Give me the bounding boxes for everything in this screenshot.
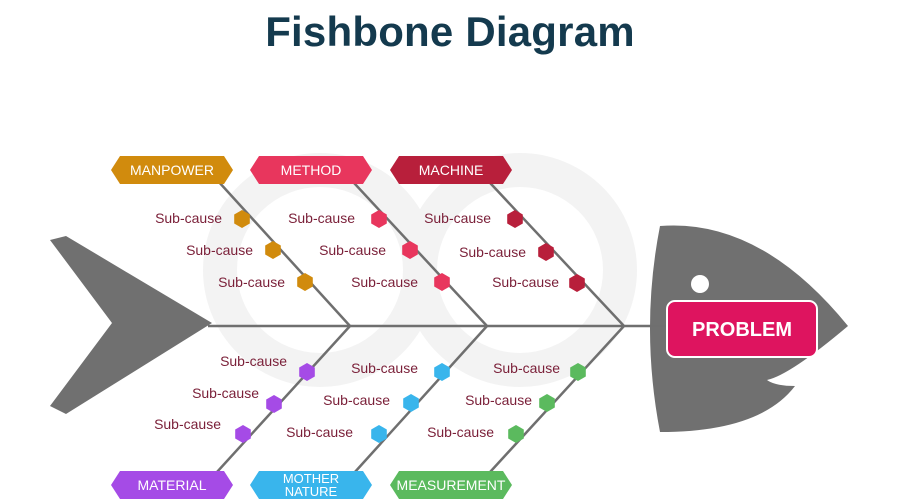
fish-eye: [691, 275, 709, 293]
sub-cause-node: [508, 425, 524, 443]
sub-cause-label: Sub-cause: [323, 392, 390, 408]
sub-cause-label: Sub-cause: [155, 210, 222, 226]
category-label: MANPOWER: [130, 162, 214, 178]
sub-cause-node: [371, 425, 387, 443]
sub-cause-node: [265, 241, 281, 259]
problem-rect: [666, 300, 818, 358]
diagram-title: Fishbone Diagram: [265, 8, 635, 55]
category-label-line: NATURE: [285, 484, 338, 499]
sub-cause-node: [434, 363, 450, 381]
category-label-bg: [250, 156, 372, 184]
watermark: [203, 153, 637, 387]
sub-cause-label: Sub-cause: [220, 353, 287, 369]
sub-cause-label: Sub-cause: [492, 274, 559, 290]
category-label-bg: [111, 471, 233, 499]
sub-cause-node: [569, 274, 585, 292]
sub-cause-node: [371, 210, 387, 228]
sub-cause-label: Sub-cause: [154, 416, 221, 432]
sub-cause-node: [507, 210, 523, 228]
category-label-bg: [111, 156, 233, 184]
sub-cause-label: Sub-cause: [493, 360, 560, 376]
problem-box: PROBLEM: [666, 300, 818, 358]
watermark-ring: [403, 153, 637, 387]
sub-cause-label: Sub-cause: [465, 392, 532, 408]
watermark-ring: [203, 153, 437, 387]
sub-cause-node: [402, 241, 418, 259]
sub-cause-label: Sub-cause: [459, 244, 526, 260]
sub-cause-node: [266, 395, 282, 413]
sub-cause-node: [539, 394, 555, 412]
sub-cause-label: Sub-cause: [218, 274, 285, 290]
sub-cause-node: [234, 210, 250, 228]
sub-cause-label: Sub-cause: [424, 210, 491, 226]
sub-cause-label: Sub-cause: [351, 360, 418, 376]
sub-cause-node: [297, 273, 313, 291]
category-label-bg: [390, 471, 512, 499]
sub-cause-node: [538, 243, 554, 261]
sub-cause-node: [570, 363, 586, 381]
sub-cause-node: [434, 273, 450, 291]
sub-cause-label: Sub-cause: [288, 210, 355, 226]
fish-tail: [50, 236, 212, 414]
sub-cause-label: Sub-cause: [286, 424, 353, 440]
sub-cause-label: Sub-cause: [351, 274, 418, 290]
bones-layer: MANPOWERSub-causeSub-causeSub-causeMETHO…: [111, 156, 625, 499]
category-label-bg: [390, 156, 512, 184]
sub-cause-node: [299, 363, 315, 381]
sub-cause-node: [235, 425, 251, 443]
problem-label: PROBLEM: [692, 319, 792, 341]
sub-cause-label: Sub-cause: [427, 424, 494, 440]
category-label: MACHINE: [419, 162, 484, 178]
sub-cause-label: Sub-cause: [186, 242, 253, 258]
category-label: METHOD: [281, 162, 342, 178]
sub-cause-label: Sub-cause: [192, 385, 259, 401]
category-label: MEASUREMENT: [397, 477, 506, 493]
category-label: MATERIAL: [138, 477, 207, 493]
sub-cause-label: Sub-cause: [319, 242, 386, 258]
category-label-bg: [250, 471, 372, 499]
sub-cause-node: [403, 394, 419, 412]
category-label-line: MOTHER: [283, 471, 339, 486]
